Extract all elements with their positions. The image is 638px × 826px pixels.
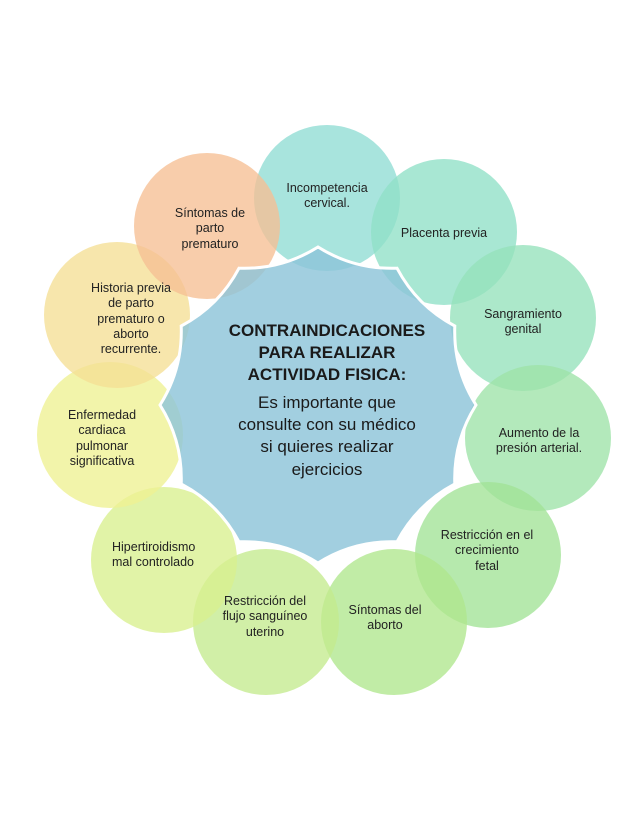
center-body-line: Es importante que xyxy=(258,393,396,413)
label-line: aborto xyxy=(367,618,403,633)
label-line: Aumento de la xyxy=(498,426,580,440)
contraindication-circle-4 xyxy=(465,365,611,511)
label-line: pulmonar xyxy=(75,438,129,453)
label-line: Hipertiroidismo xyxy=(112,540,196,554)
label-line: parto xyxy=(195,221,225,236)
label-line: aborto xyxy=(113,326,149,341)
center-title-line: PARA REALIZAR xyxy=(258,343,396,363)
label-line: significativa xyxy=(69,453,135,468)
contraindication-circle-6 xyxy=(321,549,467,695)
label-line: Sangramiento xyxy=(484,307,562,321)
label-line: de parto xyxy=(108,296,154,311)
center-body-line: si quieres realizar xyxy=(260,437,394,457)
center-shape xyxy=(158,245,478,565)
contraindication-label-2: Placenta previa xyxy=(384,226,504,241)
label-line: fetal xyxy=(475,558,499,573)
label-line: prematuro xyxy=(181,236,239,251)
contraindication-circle-9 xyxy=(37,362,183,508)
label-line: Restricción del xyxy=(224,594,306,608)
label-line: mal controlado xyxy=(112,555,194,570)
label-line: presión arterial. xyxy=(495,441,583,456)
center-body-line: consulte con su médico xyxy=(238,415,416,435)
label-line: Restricción en el xyxy=(440,528,534,542)
contraindication-circle-8 xyxy=(91,487,237,633)
contraindication-circle-1 xyxy=(254,125,400,271)
label-line: Síntomas de xyxy=(174,206,246,220)
label-line: genital xyxy=(504,322,542,337)
center-title-line: ACTIVIDAD FISICA: xyxy=(247,365,407,385)
center-title-line: CONTRAINDICACIONES xyxy=(228,321,426,340)
contraindication-circle-11 xyxy=(134,153,280,299)
contraindication-circle-3 xyxy=(450,245,596,391)
label-line: Incompetencia xyxy=(286,181,368,195)
label-line: cervical. xyxy=(304,196,350,211)
label-line: Historia previa xyxy=(91,281,171,295)
label-line: crecimiento xyxy=(455,543,519,558)
label-line: cardiaca xyxy=(78,423,126,438)
center-body-line: ejercicios xyxy=(291,459,363,479)
label-line: recurrente. xyxy=(100,342,162,356)
label-line: Enfermedad xyxy=(67,408,137,422)
label-line: uterino xyxy=(245,624,285,639)
label-line: Placenta previa xyxy=(400,226,488,240)
label-line: prematuro o xyxy=(97,311,165,326)
label-line: flujo sanguíneo xyxy=(222,609,308,624)
label-line: Síntomas del xyxy=(348,603,422,617)
contraindication-circle-10 xyxy=(44,242,190,388)
